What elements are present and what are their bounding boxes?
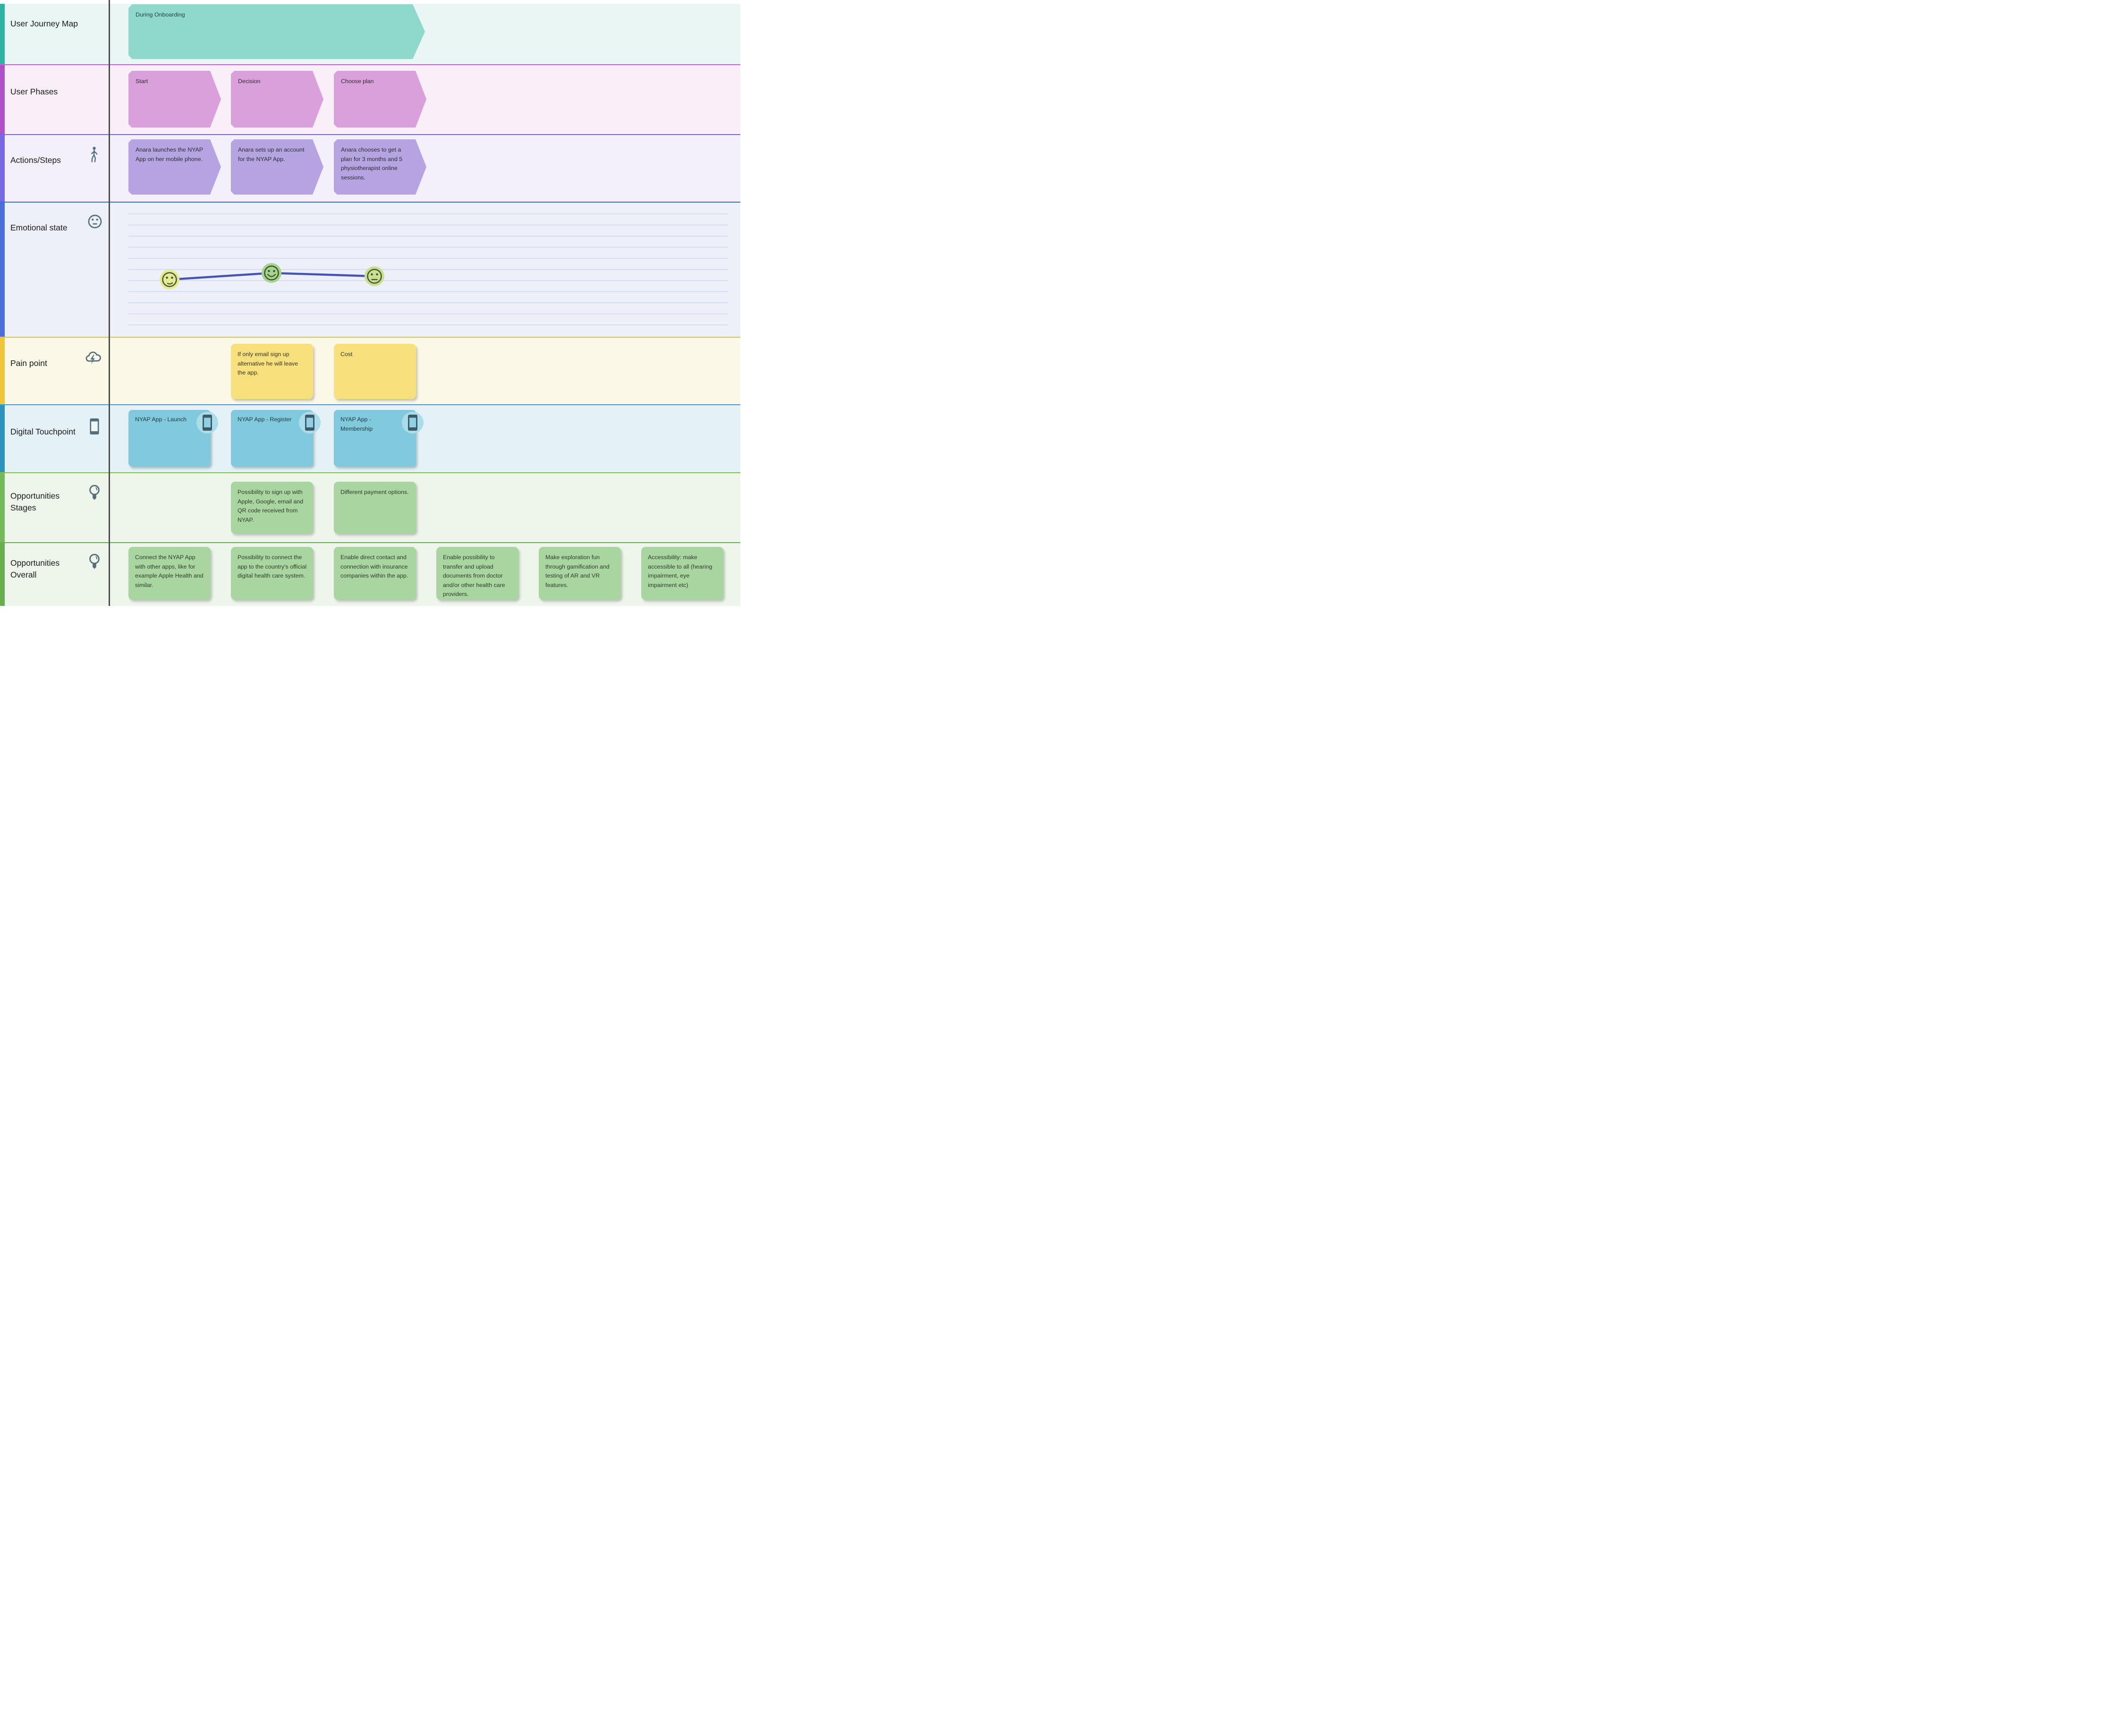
touchpoint-text: NYAP App - Launch: [135, 416, 187, 423]
row-color-strip: [0, 405, 5, 472]
phase-arrow-start[interactable]: Start: [128, 71, 221, 128]
sticky-text: Cost: [340, 351, 353, 357]
opp-overall-sticky-4[interactable]: Enable possibility to transfer and uploa…: [436, 547, 518, 600]
row-color-strip: [0, 543, 5, 606]
smartphone-icon: [90, 418, 99, 434]
storm-cloud-icon: [85, 349, 102, 367]
row-user-phases: User Phases Start Decision Choose plan: [0, 65, 740, 135]
touchpoint-text: NYAP App - Register: [238, 416, 292, 423]
lightbulb-icon: [88, 485, 101, 502]
pain-sticky-1[interactable]: If only email sign up alternative he wil…: [231, 344, 313, 399]
touchpoint-card-launch[interactable]: NYAP App - Launch: [128, 410, 218, 467]
row-opportunities-overall: Opportunities Overall Connect the NYAP A…: [0, 543, 740, 606]
action-arrow-2[interactable]: Anara sets up an account for the NYAP Ap…: [231, 139, 323, 195]
sticky-text: Possibility to connect the app to the co…: [238, 554, 307, 579]
action-text: Anara chooses to get a plan for 3 months…: [341, 146, 403, 181]
emotion-line-chart: [160, 263, 384, 289]
action-arrow-1[interactable]: Anara launches the NYAP App on her mobil…: [128, 139, 221, 195]
sticky-text: Different payment options.: [340, 489, 409, 495]
action-text: Anara launches the NYAP App on her mobil…: [136, 146, 203, 162]
phone-badge-icon: [299, 412, 321, 434]
lightbulb-icon: [88, 553, 101, 570]
mood-point-choose-plan[interactable]: [365, 266, 384, 286]
row-label-pain-point: Pain point: [10, 358, 47, 368]
opp-overall-sticky-6[interactable]: Accessibility: make accessible to all (h…: [641, 547, 723, 600]
row-color-strip: [0, 4, 5, 64]
journey-stage-banner[interactable]: During Onboarding: [128, 4, 425, 59]
neutral-face-icon: [87, 213, 103, 230]
action-arrow-3[interactable]: Anara chooses to get a plan for 3 months…: [334, 139, 426, 195]
opp-overall-sticky-5[interactable]: Make exploration fun through gamificatio…: [539, 547, 621, 600]
pain-sticky-2[interactable]: Cost: [334, 344, 416, 399]
sticky-text: Enable direct contact and connection wit…: [340, 554, 408, 579]
sticky-text: Possibility to sign up with Apple, Googl…: [238, 489, 304, 523]
mood-point-start[interactable]: [160, 270, 179, 289]
phase-arrow-decision[interactable]: Decision: [231, 71, 323, 128]
person-walking-icon: [88, 146, 100, 163]
opp-overall-sticky-2[interactable]: Possibility to connect the app to the co…: [231, 547, 313, 600]
phone-badge-icon: [402, 412, 424, 434]
mood-point-decision[interactable]: [262, 263, 281, 283]
banner-text: During Onboarding: [136, 11, 185, 18]
phase-text: Choose plan: [341, 78, 374, 85]
row-digital-touchpoint: Digital Touchpoint NYAP App - Launch NYA…: [0, 405, 740, 473]
opp-stage-sticky-2[interactable]: Different payment options.: [334, 482, 416, 534]
row-color-strip: [0, 473, 5, 542]
row-color-strip: [0, 338, 5, 404]
sticky-text: Enable possibility to transfer and uploa…: [443, 554, 505, 598]
action-text: Anara sets up an account for the NYAP Ap…: [238, 146, 305, 162]
sticky-text: Make exploration fun through gamificatio…: [545, 554, 610, 588]
phase-arrow-choose-plan[interactable]: Choose plan: [334, 71, 426, 128]
opp-overall-sticky-1[interactable]: Connect the NYAP App with other apps, li…: [128, 547, 211, 600]
row-label-opportunities-stages: Opportunities Stages: [10, 491, 60, 513]
row-label-user-journey-map: User Journey Map: [10, 19, 78, 28]
opp-overall-sticky-3[interactable]: Enable direct contact and connection wit…: [334, 547, 416, 600]
row-color-strip: [0, 203, 5, 337]
user-journey-map-canvas: User Journey Map During Onboarding User …: [0, 0, 740, 610]
row-label-emotional-state: Emotional state: [10, 223, 68, 232]
label-column-divider: [109, 0, 110, 606]
sticky-text: Accessibility: make accessible to all (h…: [648, 554, 713, 588]
touchpoint-text: NYAP App - Membership: [340, 416, 373, 432]
row-emotional-state: Emotional state: [0, 203, 740, 338]
touchpoint-card-register[interactable]: NYAP App - Register: [231, 410, 321, 467]
row-label-user-phases: User Phases: [10, 87, 58, 96]
row-label-actions-steps: Actions/Steps: [10, 155, 61, 165]
emotion-gridlines: [128, 213, 728, 327]
row-user-journey-map: User Journey Map During Onboarding: [0, 4, 740, 65]
opp-stage-sticky-1[interactable]: Possibility to sign up with Apple, Googl…: [231, 482, 313, 534]
phase-text: Start: [136, 78, 148, 85]
row-label-digital-touchpoint: Digital Touchpoint: [10, 427, 76, 436]
sticky-text: If only email sign up alternative he wil…: [238, 351, 298, 376]
sticky-text: Connect the NYAP App with other apps, li…: [135, 554, 204, 588]
phase-text: Decision: [238, 78, 261, 85]
touchpoint-card-membership[interactable]: NYAP App - Membership: [334, 410, 424, 467]
row-pain-point: Pain point If only email sign up alterna…: [0, 338, 740, 405]
row-actions-steps: Actions/Steps Anara launches the NYAP Ap…: [0, 135, 740, 203]
row-color-strip: [0, 65, 5, 134]
row-label-opportunities-overall: Opportunities Overall: [10, 558, 60, 580]
phone-badge-icon: [196, 412, 218, 434]
row-opportunities-stages: Opportunities Stages Possibility to sign…: [0, 473, 740, 543]
row-color-strip: [0, 135, 5, 202]
